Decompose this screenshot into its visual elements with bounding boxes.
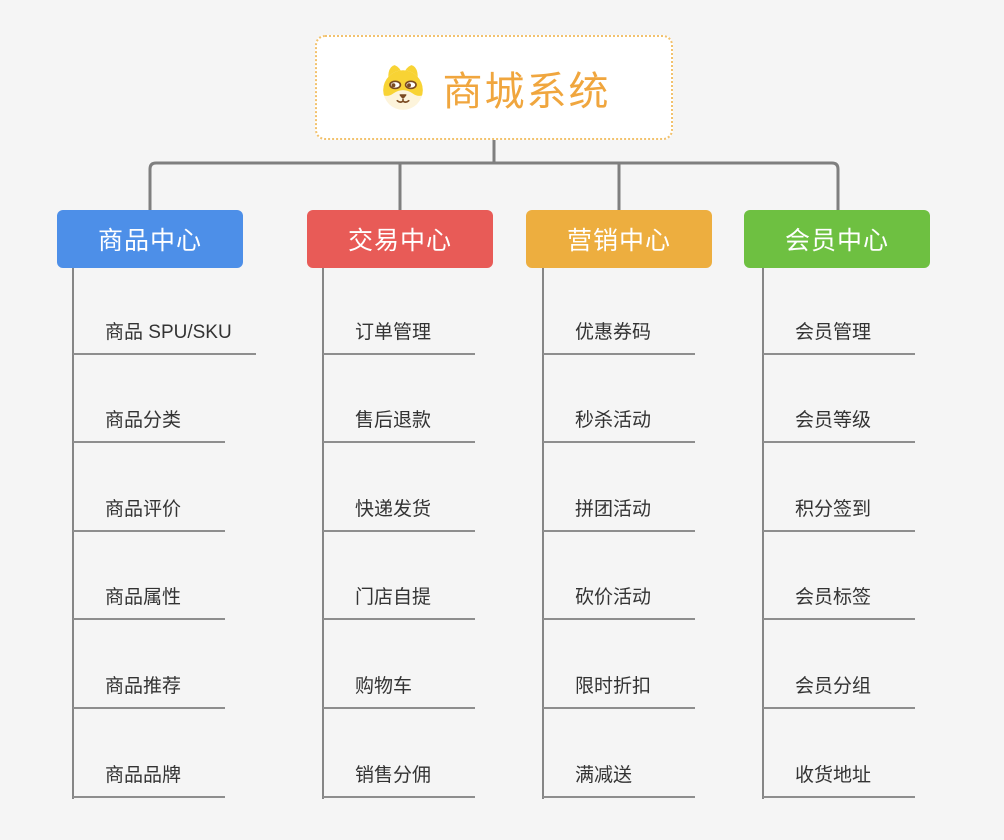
leaf-item[interactable]: 会员管理 — [763, 313, 915, 355]
branch-trade-center[interactable]: 交易中心 — [307, 210, 493, 268]
leaf-item[interactable]: 砍价活动 — [543, 578, 695, 620]
branch-marketing-center[interactable]: 营销中心 — [526, 210, 712, 268]
leaf-item[interactable]: 商品品牌 — [73, 756, 225, 798]
branch-product-center[interactable]: 商品中心 — [57, 210, 243, 268]
leaf-item[interactable]: 会员分组 — [763, 667, 915, 709]
leaf-item[interactable]: 限时折扣 — [543, 667, 695, 709]
dog-face-icon — [378, 63, 428, 113]
leaf-item[interactable]: 收货地址 — [763, 756, 915, 798]
leaf-item[interactable]: 会员标签 — [763, 578, 915, 620]
leaf-item[interactable]: 商品评价 — [73, 490, 225, 532]
leaf-item[interactable]: 会员等级 — [763, 401, 915, 443]
leaf-item[interactable]: 购物车 — [323, 667, 475, 709]
root-title: 商城系统 — [442, 69, 611, 114]
leaf-item[interactable]: 销售分佣 — [323, 756, 475, 798]
root-node[interactable]: 商城系统 — [315, 35, 673, 140]
branch-member-center[interactable]: 会员中心 — [744, 210, 930, 268]
leaf-item[interactable]: 积分签到 — [763, 490, 915, 532]
leaf-item[interactable]: 满减送 — [543, 756, 695, 798]
leaf-item[interactable]: 秒杀活动 — [543, 401, 695, 443]
leaf-item[interactable]: 订单管理 — [323, 313, 475, 355]
leaf-item[interactable]: 门店自提 — [323, 578, 475, 620]
leaf-item[interactable]: 商品推荐 — [73, 667, 225, 709]
leaf-item[interactable]: 快递发货 — [323, 490, 475, 532]
leaf-item[interactable]: 售后退款 — [323, 401, 475, 443]
leaf-item[interactable]: 商品 SPU/SKU — [73, 313, 256, 355]
leaf-item[interactable]: 拼团活动 — [543, 490, 695, 532]
leaf-item[interactable]: 商品分类 — [73, 401, 225, 443]
leaf-item[interactable]: 优惠券码 — [543, 313, 695, 355]
leaf-item[interactable]: 商品属性 — [73, 578, 225, 620]
